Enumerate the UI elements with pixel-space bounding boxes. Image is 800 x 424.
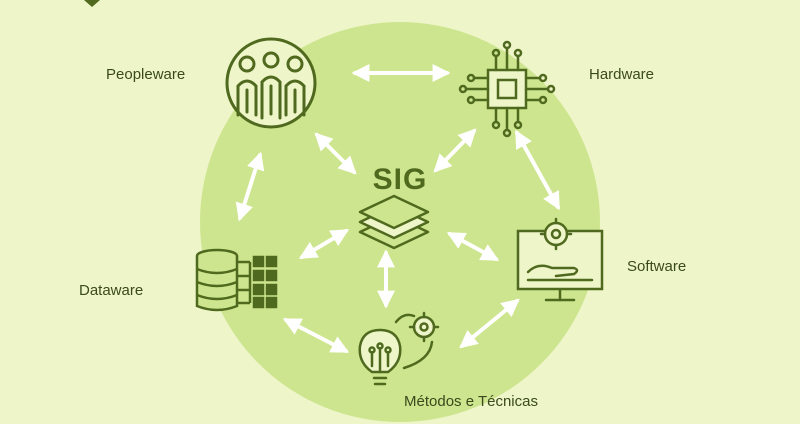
software-label: Software (627, 258, 687, 275)
arrow-metodos-dataware (282, 318, 350, 353)
center-title: SIG (372, 163, 428, 196)
layers-icon (358, 194, 430, 250)
microchip-icon (458, 40, 556, 138)
arrow-sig-dataware (298, 229, 350, 259)
metodos-label: Métodos e Técnicas (404, 393, 538, 410)
peopleware-label: Peopleware (106, 66, 186, 83)
arrow-hardware-software (515, 129, 560, 211)
arrow-sig-peopleware (314, 132, 357, 175)
database-icon (195, 248, 278, 312)
dataware-label: Dataware (79, 282, 144, 299)
lightbulb-gear-icon (358, 311, 440, 386)
arrow-sig-software (446, 232, 500, 261)
people-group-icon (225, 37, 317, 129)
arrow-sig-hardware (433, 128, 477, 173)
corner-logo-fragment (84, 0, 100, 7)
monitor-gear-icon (516, 217, 604, 302)
arrow-software-metodos (459, 298, 520, 349)
arrow-dataware-peopleware (235, 151, 265, 222)
hardware-label: Hardware (589, 66, 655, 83)
